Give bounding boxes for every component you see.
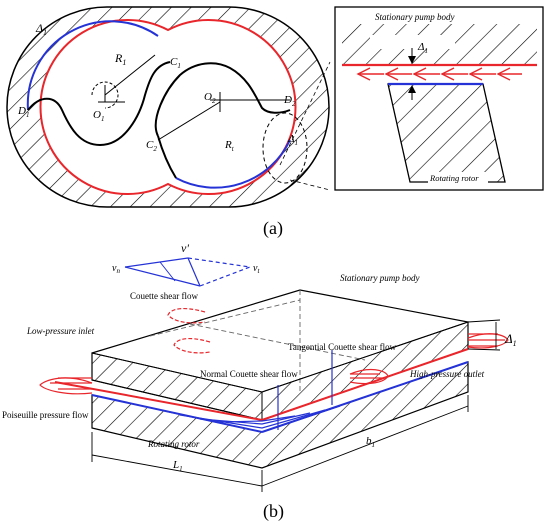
- label-delta-a: Δ1: [35, 21, 47, 37]
- panel-b-label: (b): [263, 501, 284, 522]
- poiseuille-profiles: [39, 307, 509, 395]
- label-high-outlet: High-pressure outlet: [409, 369, 485, 379]
- rotor1-profile: [27, 61, 171, 147]
- rotor2-profile: [154, 62, 291, 137]
- label-l1: L1: [172, 459, 183, 473]
- label-normal-couette: Normal Couette shear flow: [200, 369, 298, 379]
- inset-clear-box: [370, 35, 455, 49]
- top-dashed-1: [189, 323, 366, 361]
- label-d2: D2: [283, 94, 296, 108]
- l1-dim-line: [91, 454, 263, 487]
- label-poiseuille: Poiseuille pressure flow: [2, 410, 89, 420]
- label-delta-right: Δ1: [287, 133, 298, 147]
- panel-a-label: (a): [263, 218, 283, 239]
- top-dashed-2: [149, 299, 301, 337]
- label-tangential-couette: Tangential Couette shear flow: [288, 342, 397, 352]
- delta-ext-bottom: [467, 348, 501, 351]
- zoom-ellipse: [262, 112, 308, 184]
- inset-red-arrows: [356, 67, 522, 81]
- label-c1: C1: [170, 56, 181, 70]
- panel-b-delta: Δ1: [504, 331, 517, 348]
- inset-rotor-label-bg: [428, 172, 488, 184]
- inset-delta-label: Δ1: [417, 41, 428, 55]
- delta-ext-top: [467, 319, 501, 323]
- couette-top-right: [187, 257, 251, 268]
- label-rt: Rt: [224, 139, 235, 153]
- red-wall-front: [54, 381, 263, 421]
- label-o1: O1: [93, 109, 104, 123]
- label-d1: D1: [17, 105, 29, 119]
- pump-cavity: [40, 20, 296, 195]
- panel-b: v' vn vt Couette shear flow: [2, 241, 517, 492]
- b1-dim-line: [261, 405, 469, 487]
- couette-bottom-right: [199, 266, 251, 287]
- rotor-cross-section: Δ1 R1 C1 D1 O1 O2 D2 C2 Rt Δ1: [6, 6, 331, 208]
- radius-line-rt: [157, 101, 221, 141]
- label-vn: vn: [112, 263, 120, 275]
- label-o2: O2: [204, 91, 216, 105]
- radius-line-r1: [104, 54, 156, 96]
- label-rotating-rotor: Rotating rotor: [147, 439, 200, 449]
- shear-wedge-lines: [159, 405, 341, 433]
- couette-top-left: [124, 257, 189, 268]
- center-mark-o1: [91, 81, 119, 109]
- casing-red-boundary: [39, 19, 297, 195]
- couette-bottom-left: [124, 266, 201, 287]
- label-c2: C2: [146, 139, 157, 153]
- label-low-inlet: Low-pressure inlet: [26, 326, 95, 336]
- label-stationary: Stationary pump body: [340, 273, 420, 283]
- rotor1-blue-tip: [26, 20, 159, 111]
- couette-vertical: [187, 257, 201, 287]
- rotor2-blue-tip: [175, 139, 291, 189]
- label-v-prime: v': [181, 241, 189, 255]
- zoom-link-top: [279, 61, 331, 166]
- inset-rotor-label: Rotating rotor: [429, 173, 479, 183]
- couette-inner-line: [159, 261, 176, 282]
- couette-triangle: v' vn vt Couette shear flow: [112, 241, 260, 301]
- label-r1: R1: [114, 51, 126, 67]
- inset-panel: Stationary pump body Δ1 Rotating rotor: [334, 6, 544, 191]
- couette-caption: Couette shear flow: [130, 291, 198, 301]
- label-vt: vt: [253, 263, 260, 275]
- label-b1: b1: [366, 435, 375, 449]
- inset-stationary-label: Stationary pump body: [375, 12, 455, 22]
- red-wall-side: [261, 348, 469, 421]
